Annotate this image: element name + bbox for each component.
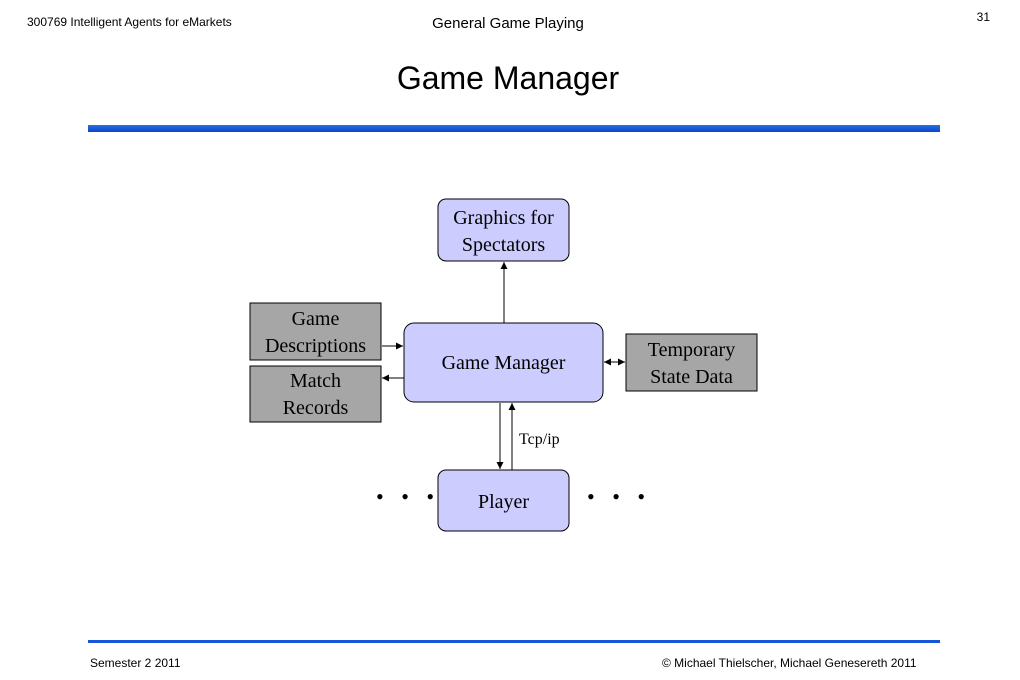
course-name: 300769 Intelligent Agents for eMarkets	[27, 15, 232, 29]
slide-topic: General Game Playing	[432, 15, 584, 32]
node-match-records: Match Records	[249, 365, 382, 423]
node-descriptions-line2: Descriptions	[265, 335, 366, 357]
page-number: 31	[976, 10, 990, 24]
slide-title: Game Manager	[396, 60, 620, 96]
node-records-line1: Match	[290, 370, 341, 392]
node-graphics-for-spectators: Graphics for Spectators	[437, 198, 570, 262]
footer-divider	[88, 640, 940, 643]
ellipsis-left: • • •	[376, 484, 440, 509]
edge-tcp-label: Tcp/ip	[519, 431, 560, 448]
node-manager-label: Game Manager	[442, 352, 566, 374]
node-game-manager: Game Manager	[403, 322, 604, 403]
node-player-label: Player	[478, 491, 529, 513]
node-graphics-line1: Graphics for	[453, 207, 554, 229]
node-descriptions-line1: Game	[292, 308, 340, 330]
node-game-descriptions: Game Descriptions	[249, 302, 382, 361]
node-temporary-line1: Temporary	[648, 339, 735, 361]
footer-semester: Semester 2 2011	[90, 656, 181, 670]
ellipsis-right: • • •	[587, 484, 651, 509]
node-player: Player	[437, 469, 570, 532]
node-graphics-line2: Spectators	[462, 234, 546, 256]
node-temporary-state-data: Temporary State Data	[625, 333, 758, 392]
node-records-line2: Records	[283, 397, 349, 419]
footer-copyright: © Michael Thielscher, Michael Genesereth…	[662, 656, 917, 670]
title-divider	[88, 125, 940, 132]
node-temporary-line2: State Data	[650, 366, 733, 388]
